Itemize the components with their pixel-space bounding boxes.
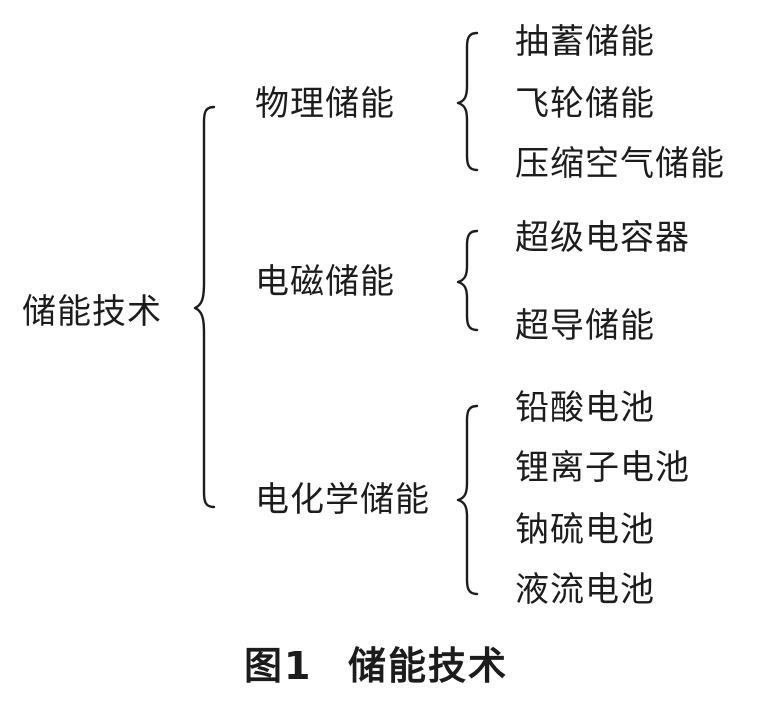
item-lithium-ion-battery: 锂离子电池	[515, 448, 690, 488]
category-physical-storage: 物理储能	[255, 84, 395, 124]
electromagnetic-storage-brace	[456, 229, 479, 332]
figure-title: 储能技术	[348, 644, 509, 688]
electrochemical-storage-brace	[456, 404, 479, 596]
item-lead-acid-battery: 铅酸电池	[515, 388, 655, 428]
root-label: 储能技术	[22, 292, 162, 332]
item-sodium-sulfur-battery: 钠硫电池	[515, 510, 655, 550]
main-brace	[193, 105, 216, 509]
category-electrochemical-storage: 电化学储能	[255, 480, 430, 520]
item-flywheel-storage: 飞轮储能	[515, 84, 655, 124]
item-pumped-storage: 抽蓄储能	[515, 22, 655, 62]
item-compressed-air-storage: 压缩空气储能	[515, 144, 725, 184]
item-flow-battery: 液流电池	[515, 570, 655, 610]
physical-storage-brace	[456, 31, 479, 172]
item-supercapacitor: 超级电容器	[515, 218, 690, 258]
item-superconducting-storage: 超导储能	[515, 306, 655, 346]
figure-number: 图1	[244, 644, 313, 688]
category-electromagnetic-storage: 电磁储能	[255, 262, 395, 302]
